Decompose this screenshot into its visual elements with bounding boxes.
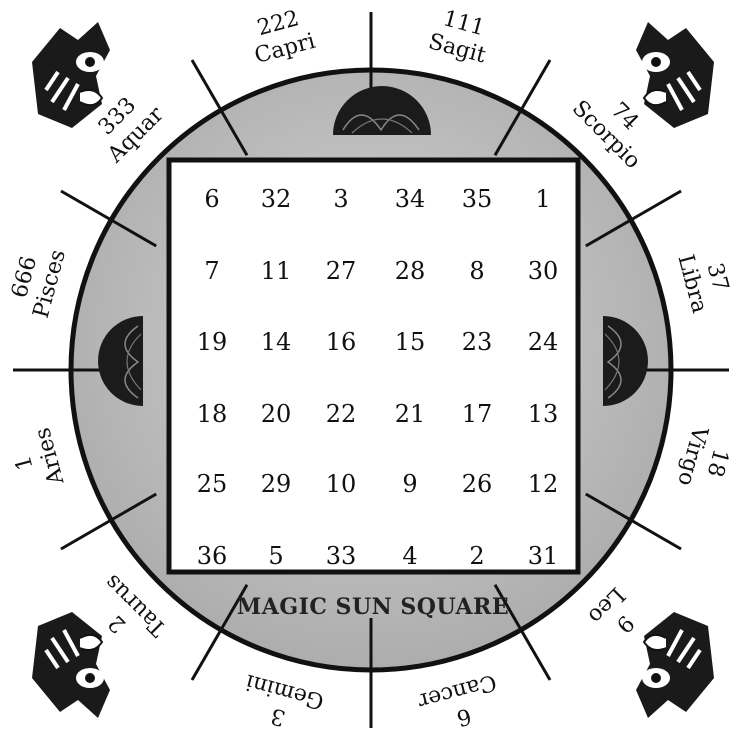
square-cell: 4	[402, 542, 417, 570]
square-cell: 1	[535, 185, 550, 213]
square-cell: 13	[528, 400, 559, 428]
square-cell: 17	[462, 400, 493, 428]
square-cell: 35	[462, 185, 493, 213]
celtic-beast-icon	[32, 612, 110, 718]
square-cell: 8	[469, 257, 484, 285]
square-cell: 28	[395, 257, 426, 285]
square-cell: 36	[197, 542, 228, 570]
square-cell: 30	[528, 257, 559, 285]
square-cell: 6	[204, 185, 219, 213]
square-cell: 19	[197, 328, 228, 356]
sign-number: 6	[454, 702, 474, 730]
square-cell: 21	[395, 400, 426, 428]
square-cell: 9	[402, 470, 417, 498]
celtic-beast-icon	[636, 612, 714, 718]
square-cell: 34	[395, 185, 426, 213]
square-title: MAGIC SUN SQUARE	[237, 594, 509, 620]
celtic-beast-icon	[636, 22, 714, 128]
square-cell: 25	[197, 470, 228, 498]
square-cell: 27	[326, 257, 357, 285]
square-cell: 12	[528, 470, 559, 498]
square-cell: 29	[261, 470, 292, 498]
square-cell: 31	[528, 542, 559, 570]
sign-number: 3	[268, 702, 288, 730]
square-cell: 22	[326, 400, 357, 428]
square-cell: 32	[261, 185, 292, 213]
square-cell: 33	[326, 542, 357, 570]
square-cell: 18	[197, 400, 228, 428]
sign-name: Libra	[672, 252, 712, 316]
square-cell: 24	[528, 328, 559, 356]
sign-name: Aries	[30, 425, 69, 488]
magic-square-box	[169, 160, 578, 572]
square-cell: 7	[204, 257, 219, 285]
square-cell: 23	[462, 328, 493, 356]
sign-number: 1	[11, 453, 39, 473]
square-cell: 2	[469, 542, 484, 570]
square-cell: 10	[326, 470, 357, 498]
square-cell: 16	[326, 328, 357, 356]
square-cell: 14	[261, 328, 292, 356]
celtic-beast-icon	[32, 22, 110, 128]
square-cell: 20	[261, 400, 292, 428]
square-cell: 15	[395, 328, 426, 356]
square-cell: 11	[261, 257, 292, 285]
square-cell: 26	[462, 470, 493, 498]
square-cell: 5	[268, 542, 283, 570]
square-cell: 3	[333, 185, 348, 213]
